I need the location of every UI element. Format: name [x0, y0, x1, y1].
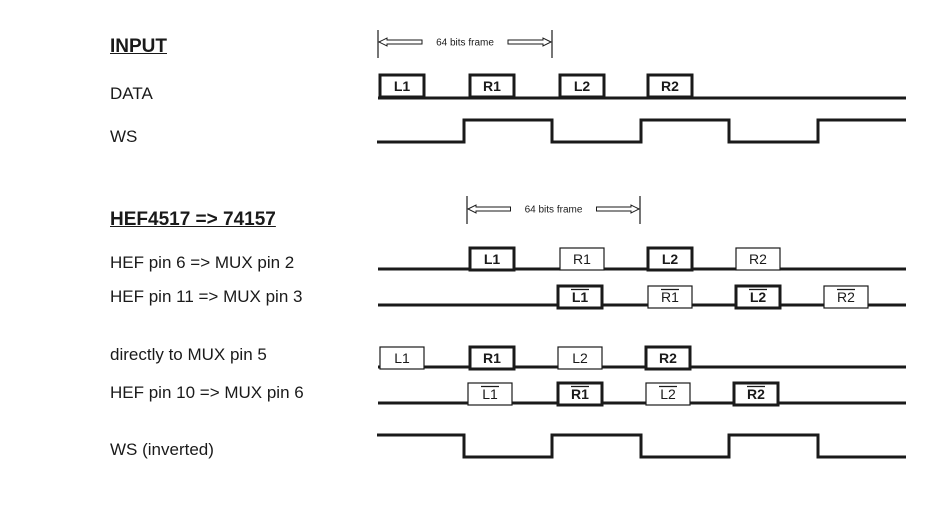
data-slot-l1-box: [378, 73, 426, 99]
row-4-slot-r2-box: [732, 381, 780, 407]
row-2-slot-l1-text: L1: [572, 289, 589, 305]
input-frame-label: 64 bits frame: [436, 38, 494, 49]
ws-inverted-label: WS (inverted): [110, 440, 214, 459]
row-1-slot-r2-box: [735, 247, 781, 271]
row-1-slot-l2-text: L2: [662, 251, 679, 267]
row-2-slot-r2-box: [823, 285, 869, 309]
row-1-slot-r1-box: [559, 247, 605, 271]
hef-frame-arrow-left: [466, 204, 511, 214]
data-slot-r1-text: R1: [483, 78, 501, 94]
row-2-slot-l2-box: [734, 284, 782, 310]
hef-frame-arrow-right: [596, 204, 641, 214]
row-1-slot-r1-text: R1: [573, 251, 591, 267]
row-label-hef-pin10: HEF pin 10 => MUX pin 6: [110, 383, 304, 402]
ws-signal-wave: [377, 118, 906, 144]
row-4-slot-r2-text: R2: [747, 386, 765, 402]
data-slot-l2-text: L2: [574, 78, 591, 94]
row-2-slot-l1-box: [556, 284, 604, 310]
hef-frame-label: 64 bits frame: [525, 205, 583, 216]
data-slot-r1-box: [468, 73, 516, 99]
row-1-slot-l2-box: [646, 246, 694, 272]
row-3-slot-r1-box: [468, 345, 516, 371]
row-1-slot-r2-text: R2: [749, 251, 767, 267]
input-frame-arrow-left: [377, 37, 423, 47]
row-4-slot-r1-box: [556, 381, 604, 407]
row-3-slot-r2-text: R2: [659, 350, 677, 366]
row-2-slot-r2-text: R2: [837, 289, 855, 305]
data-slot-r2-text: R2: [661, 78, 679, 94]
row-3-slot-l2-text: L2: [572, 350, 588, 366]
data-slot-l2-box: [558, 73, 606, 99]
row-label-direct-pin5: directly to MUX pin 5: [110, 345, 267, 364]
row-3-slot-l1-box: [379, 346, 425, 370]
row-2-slot-l2-text: L2: [750, 289, 767, 305]
row-3-slot-r1-text: R1: [483, 350, 501, 366]
data-slot-l1-text: L1: [394, 78, 411, 94]
row-4-slot-l2-box: [645, 382, 691, 406]
row-4-slot-r1-text: R1: [571, 386, 589, 402]
row-4-slot-l1-text: L1: [482, 386, 498, 402]
row-3-slot-l1-text: L1: [394, 350, 410, 366]
hef-title: HEF4517 => 74157: [110, 209, 276, 230]
data-label: DATA: [110, 84, 153, 103]
row-2-slot-r1-text: R1: [661, 289, 679, 305]
row-1-slot-l1-box: [468, 246, 516, 272]
row-3-slot-l2-box: [557, 346, 603, 370]
ws-inverted-signal-wave: [377, 433, 906, 459]
ws-label: WS: [110, 127, 138, 146]
input-title: INPUT: [110, 36, 167, 57]
input-frame-arrow-right: [507, 37, 553, 47]
row-label-hef-pin6: HEF pin 6 => MUX pin 2: [110, 253, 295, 272]
data-slot-r2-box: [646, 73, 694, 99]
row-4-slot-l1-box: [467, 382, 513, 406]
row-1-slot-l1-text: L1: [484, 251, 501, 267]
row-4-slot-l2-text: L2: [660, 386, 676, 402]
row-label-hef-pin11: HEF pin 11 => MUX pin 3: [110, 287, 303, 306]
row-3-slot-r2-box: [644, 345, 692, 371]
row-2-slot-r1-box: [647, 285, 693, 309]
